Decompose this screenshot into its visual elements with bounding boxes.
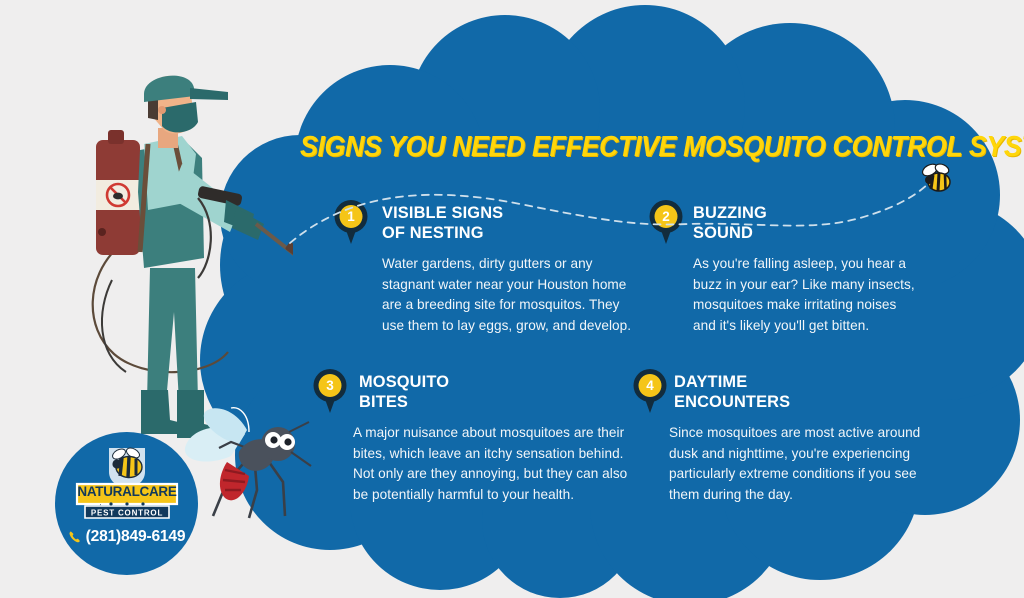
list-item-body-2: As you're falling asleep, you hear a buz…	[693, 256, 915, 333]
pest-control-worker-illustration	[91, 75, 293, 438]
list-item-heading-1: VISIBLE SIGNS OF NESTING	[382, 204, 504, 242]
list-item-heading-3: MOSQUITO BITES	[359, 373, 450, 411]
naturalcare-logo: NATURALCARE PEST CONTROL	[75, 447, 179, 519]
phone-number-row[interactable]: (281)849-6149	[55, 528, 198, 546]
list-item-body-4: Since mosquitoes are most active around …	[669, 425, 921, 502]
list-item-heading-2: BUZZING SOUND	[693, 204, 767, 242]
logo-brand-bottom: PEST CONTROL	[91, 509, 163, 518]
phone-number: (281)849-6149	[85, 528, 186, 545]
list-item-number-2: 2	[662, 208, 670, 224]
map-pin-marker-3: 3	[313, 369, 347, 413]
list-item-number-1: 1	[347, 208, 355, 224]
bee-icon	[921, 163, 951, 192]
map-pin-marker-4: 4	[633, 369, 667, 413]
list-item-body-1: Water gardens, dirty gutters or any stag…	[382, 256, 632, 333]
logo-brand-top: NATURALCARE	[77, 484, 176, 499]
mosquito-illustration	[184, 407, 312, 519]
list-item-body-3: A major nuisance about mosquitoes are th…	[353, 425, 628, 502]
list-item-heading-4: DAYTIME ENCOUNTERS	[674, 373, 791, 411]
company-logo-badge[interactable]: NATURALCARE PEST CONTROL (281)849-6149	[55, 432, 198, 575]
list-item-number-4: 4	[646, 377, 654, 393]
list-item-number-3: 3	[326, 377, 334, 393]
phone-handset-icon	[69, 531, 80, 543]
